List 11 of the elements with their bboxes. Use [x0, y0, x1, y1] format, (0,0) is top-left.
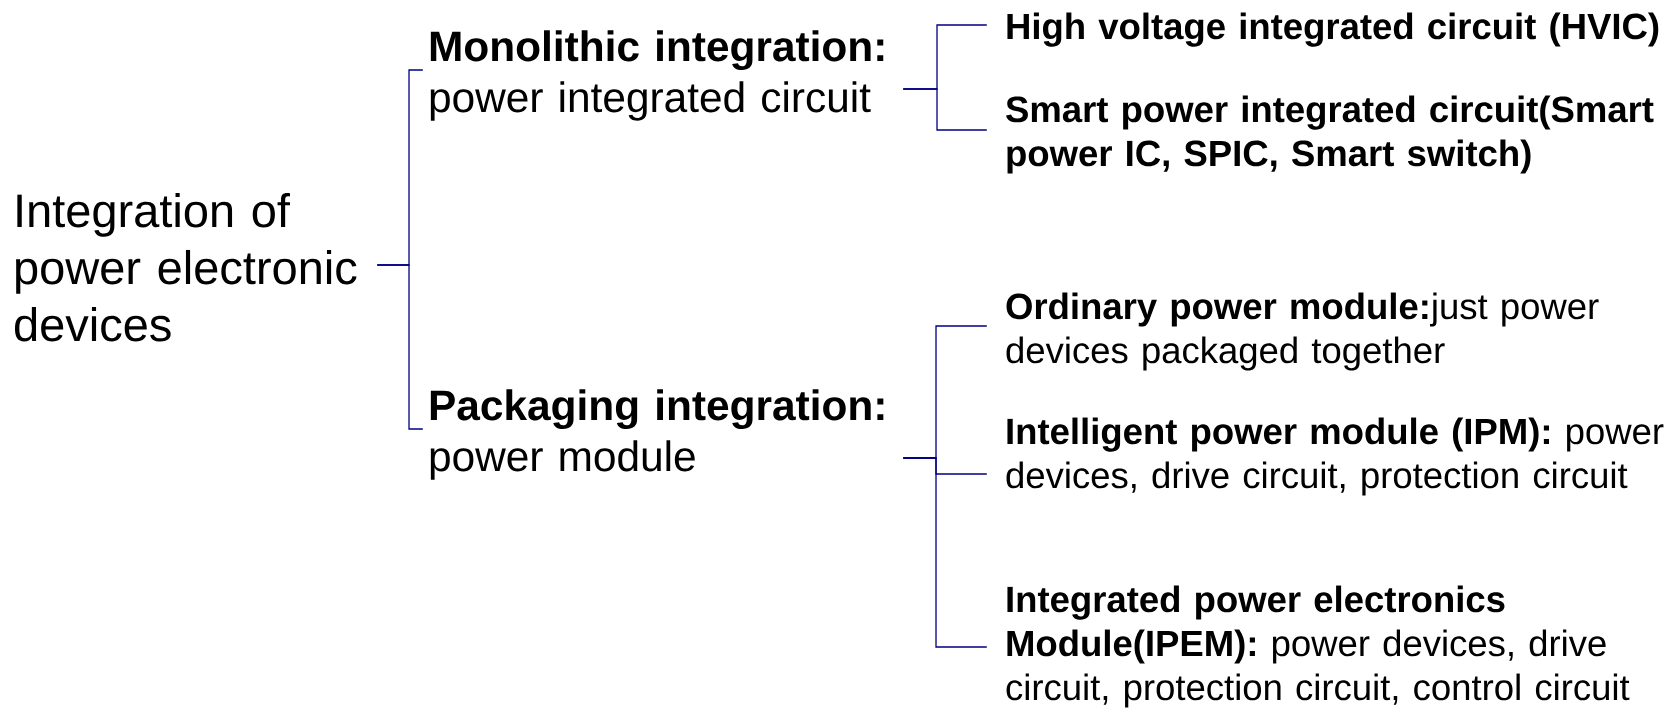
- branch-text: Monolithic integration: power integrated circuit: [430, 30, 884, 121]
- branch-text: Packaging integration: power module: [430, 389, 884, 480]
- bracket-connector: [902, 88, 988, 131]
- leaf-text: Ordinary power module:just power devices packaged together: [1006, 292, 1599, 371]
- leaf-text: Smart power integrated circuit(Smart power IC, SPIC, Smart switch): [1006, 95, 1654, 174]
- bracket-connector: [376, 264, 424, 430]
- bracket-connector: [902, 457, 988, 648]
- leaf-text: High voltage integrated circuit (HVIC): [1007, 12, 1659, 47]
- leaf-text: Integrated power electronics Module(IPEM): power devices, drive circuit, protection circuit, control circuit: [1006, 585, 1630, 708]
- leaf-text: Intelligent power module (IPM): power devices, drive circuit, protection circuit: [1006, 417, 1664, 496]
- topic-text: Integration of power electronic devices: [15, 192, 357, 342]
